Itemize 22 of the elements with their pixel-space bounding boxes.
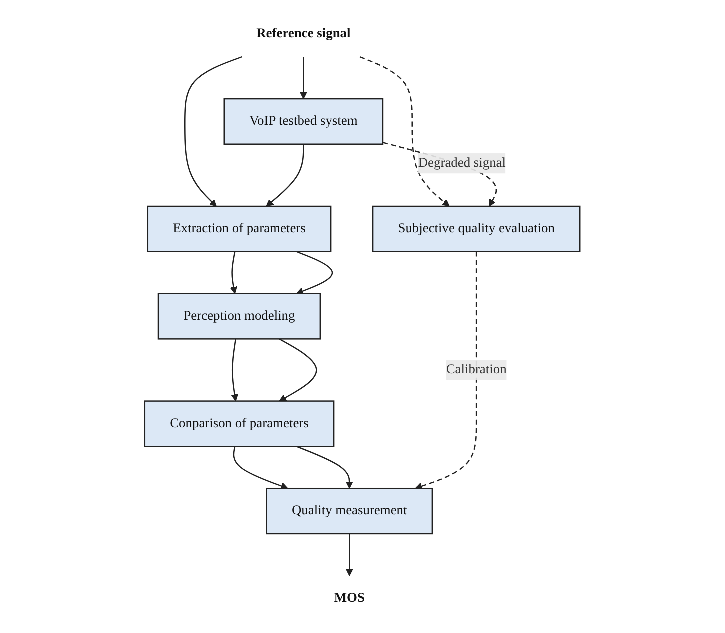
arrow xyxy=(296,251,334,295)
arrow xyxy=(233,446,288,490)
node-box: Subjective quality evaluation xyxy=(372,206,581,252)
node-box: Extraction of parameters xyxy=(147,206,332,252)
node-text: Reference signal xyxy=(256,26,351,42)
edge-label: Degraded signal xyxy=(418,156,506,170)
node-box: VoIP testbed system xyxy=(224,98,384,145)
arrow xyxy=(266,144,304,207)
node-box: Perception modeling xyxy=(158,293,322,340)
arrow xyxy=(279,338,318,402)
node-text: MOS xyxy=(334,591,365,606)
node-box: Conparison of parameters xyxy=(144,400,335,448)
arrow xyxy=(360,56,450,207)
arrow xyxy=(230,252,238,294)
edge-label: Calibration xyxy=(446,362,507,377)
arrow xyxy=(346,534,354,576)
node-box: Quality measurement xyxy=(266,488,434,535)
arrow xyxy=(300,57,308,100)
arrow xyxy=(184,56,242,207)
arrow xyxy=(296,446,354,489)
arrow xyxy=(415,252,478,490)
arrow xyxy=(231,339,239,402)
